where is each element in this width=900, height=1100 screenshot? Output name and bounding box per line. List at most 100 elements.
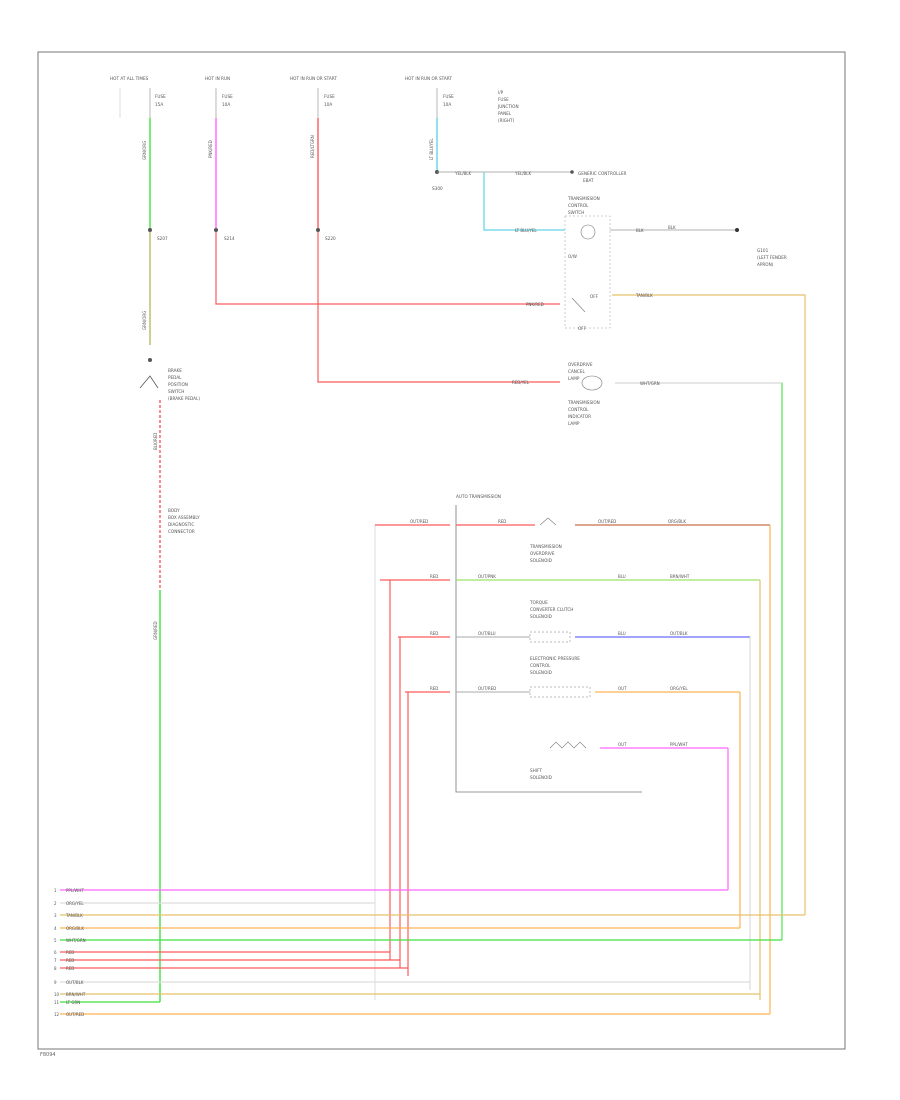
- svg-text:2: 2: [54, 901, 57, 906]
- svg-text:TRANSMISSION: TRANSMISSION: [567, 400, 600, 405]
- svg-text:(RIGHT): (RIGHT): [498, 118, 515, 123]
- svg-text:TRANSMISSION: TRANSMISSION: [529, 544, 562, 549]
- wire-tan-blk: [612, 294, 806, 915]
- svg-text:SHIFT: SHIFT: [530, 768, 542, 773]
- svg-text:I/P: I/P: [498, 90, 504, 95]
- svg-text:PEDAL: PEDAL: [168, 375, 182, 380]
- svg-text:15A: 15A: [155, 102, 163, 107]
- svg-text:YEL/BLK: YEL/BLK: [514, 171, 532, 176]
- svg-text:SWITCH: SWITCH: [168, 389, 184, 394]
- svg-text:APRON): APRON): [757, 262, 774, 267]
- svg-text:6: 6: [54, 950, 57, 955]
- svg-text:LAMP: LAMP: [568, 421, 580, 426]
- svg-text:GRN/ORG: GRN/ORG: [142, 311, 147, 330]
- svg-text:RED: RED: [430, 631, 438, 636]
- fuse-hot-in-run: HOT IN RUN FUSE 10A: [205, 76, 233, 118]
- svg-text:10A: 10A: [222, 102, 230, 107]
- svg-text:LT BLU/YEL: LT BLU/YEL: [429, 138, 434, 160]
- svg-text:10: 10: [54, 992, 60, 997]
- svg-text:OVERDRIVE: OVERDRIVE: [568, 362, 593, 367]
- svg-text:CONTROL: CONTROL: [568, 407, 589, 412]
- svg-text:BOX ASSEMBLY: BOX ASSEMBLY: [168, 515, 200, 520]
- svg-text:OUT/RED: OUT/RED: [598, 519, 616, 524]
- svg-text:SOLENOID: SOLENOID: [530, 775, 552, 780]
- svg-text:FUSE: FUSE: [155, 94, 166, 99]
- svg-text:S300: S300: [432, 186, 443, 191]
- solenoid-row-4: ELECTRONIC PRESSURE CONTROL SOLENOID RED…: [405, 656, 741, 976]
- svg-text:DIAGNOSTIC: DIAGNOSTIC: [168, 522, 194, 527]
- svg-text:CONTROL: CONTROL: [530, 663, 551, 668]
- diagram-frame: [37, 51, 846, 1050]
- svg-text:ORG/YEL: ORG/YEL: [66, 901, 84, 906]
- svg-text:OUT/BLU: OUT/BLU: [478, 631, 496, 636]
- svg-text:RED: RED: [66, 958, 74, 963]
- svg-text:TAN/BLK: TAN/BLK: [65, 913, 83, 918]
- fuse-hot-at-all-times: HOT AT ALL TIMES FUSE 15A: [110, 76, 166, 118]
- svg-text:OFF: OFF: [590, 294, 599, 299]
- svg-text:PPL/WHT: PPL/WHT: [670, 742, 688, 747]
- bottom-bus-labels: 1 PPL/WHT 2 ORG/YEL 3 TAN/BLK 4 ORG/BLK …: [54, 888, 86, 1017]
- svg-text:RED/YEL: RED/YEL: [512, 380, 530, 385]
- svg-text:JUNCTION: JUNCTION: [497, 104, 519, 109]
- svg-text:TAN/BLK: TAN/BLK: [635, 293, 653, 298]
- svg-text:9: 9: [54, 980, 57, 985]
- splices: S207 S214 S220 S300: [148, 170, 443, 241]
- svg-text:RED: RED: [430, 686, 438, 691]
- svg-text:OUT: OUT: [618, 686, 627, 691]
- svg-text:SOLENOID: SOLENOID: [530, 670, 552, 675]
- transmission-control-switch: TRANSMISSION CONTROL SWITCH BLK BLK G101…: [564, 196, 787, 331]
- solenoid-row-1: OUT/RED RED OUT/RED ORG/BLK: [374, 517, 771, 1014]
- svg-text:11: 11: [54, 1000, 60, 1005]
- svg-text:CANCEL: CANCEL: [568, 369, 585, 374]
- wire-red-to-lamp: [317, 232, 560, 383]
- svg-text:BLK/RED: BLK/RED: [153, 433, 158, 450]
- svg-text:FUSE: FUSE: [324, 94, 335, 99]
- svg-text:LT BLU/YEL: LT BLU/YEL: [515, 228, 537, 233]
- svg-text:PANEL: PANEL: [498, 111, 512, 116]
- svg-text:PNK/RED: PNK/RED: [208, 140, 213, 158]
- svg-text:BLU: BLU: [618, 631, 626, 636]
- svg-text:RED/LTGRN: RED/LTGRN: [310, 135, 315, 158]
- svg-text:PPL/WHT: PPL/WHT: [66, 888, 84, 893]
- svg-text:CONTROL: CONTROL: [568, 203, 589, 208]
- svg-text:GRN/RED: GRN/RED: [153, 621, 158, 640]
- brake-pedal-position-switch: BRAKE PEDAL POSITION SWITCH (BRAKE PEDAL…: [139, 358, 200, 401]
- svg-text:OUT/PNK: OUT/PNK: [478, 574, 496, 579]
- svg-text:GRN/ORG: GRN/ORG: [142, 141, 147, 160]
- svg-text:RED: RED: [66, 966, 74, 971]
- svg-text:SWITCH: SWITCH: [568, 210, 584, 215]
- footer-code: F8094: [40, 1052, 56, 1058]
- svg-text:OUT: OUT: [618, 742, 627, 747]
- overdrive-cancel-lamp: OVERDRIVE CANCEL LAMP TRANSMISSION CONTR…: [567, 362, 603, 426]
- svg-text:RED: RED: [430, 574, 438, 579]
- svg-text:ORG/BLK: ORG/BLK: [66, 926, 84, 931]
- svg-text:OFF: OFF: [578, 326, 587, 331]
- svg-text:BLK: BLK: [668, 225, 676, 230]
- svg-text:ELECTRONIC PRESSURE: ELECTRONIC PRESSURE: [530, 656, 580, 661]
- svg-text:LT GRN: LT GRN: [66, 1000, 80, 1005]
- svg-text:BRN/WHT: BRN/WHT: [66, 992, 86, 997]
- fuse-hot-in-run-or-start-1: HOT IN RUN OR START FUSE 10A: [290, 76, 337, 118]
- svg-text:OUT/RED: OUT/RED: [66, 1012, 84, 1017]
- svg-text:5: 5: [54, 938, 57, 943]
- svg-text:TORQUE: TORQUE: [529, 600, 548, 605]
- svg-text:AUTO TRANSMISSION: AUTO TRANSMISSION: [456, 494, 501, 499]
- svg-text:4: 4: [54, 926, 57, 931]
- svg-text:10A: 10A: [324, 102, 332, 107]
- svg-text:S207: S207: [157, 236, 168, 241]
- svg-text:12: 12: [54, 1012, 60, 1017]
- svg-text:(BRAKE PEDAL): (BRAKE PEDAL): [168, 396, 200, 401]
- solenoid-row-5: OUT PPL/WHT SHIFT SOLENOID: [530, 741, 729, 890]
- svg-text:OVERDRIVE: OVERDRIVE: [530, 551, 555, 556]
- svg-text:FUSE: FUSE: [498, 97, 509, 102]
- svg-text:SOLENOID: SOLENOID: [530, 614, 552, 619]
- svg-text:TRANSMISSION: TRANSMISSION: [567, 196, 600, 201]
- wire-cyan-to-lamp: [483, 172, 565, 231]
- diagnostic-connector: BODY BOX ASSEMBLY DIAGNOSTIC CONNECTOR: [168, 508, 200, 534]
- svg-text:ORG/YEL: ORG/YEL: [670, 686, 688, 691]
- svg-text:8: 8: [54, 966, 57, 971]
- svg-text:INDICATOR: INDICATOR: [568, 414, 591, 419]
- svg-text:YEL/BLK: YEL/BLK: [454, 171, 472, 176]
- fuse-title: HOT IN RUN OR START: [290, 76, 337, 81]
